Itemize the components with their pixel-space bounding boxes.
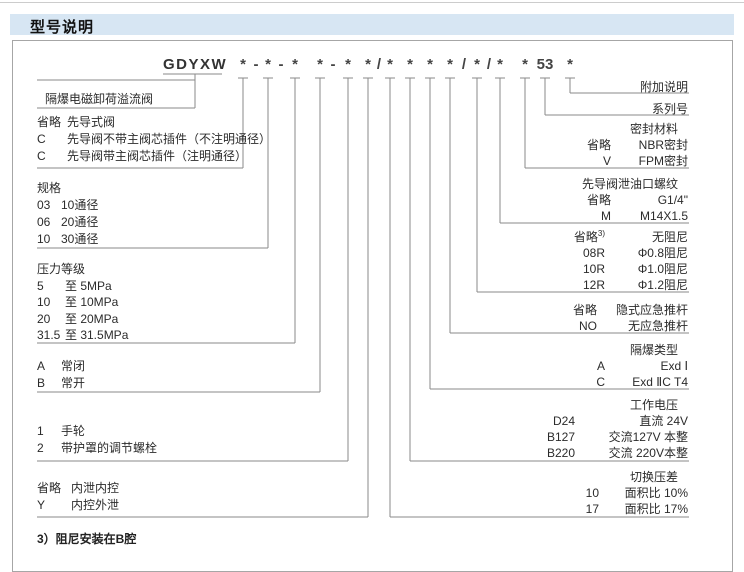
- code-row: 省略隐式应急推杆: [572, 303, 688, 317]
- code-symbol-series: 53: [536, 56, 554, 73]
- code-symbol: /: [376, 56, 382, 73]
- group-title: 压力等级: [37, 262, 86, 276]
- group-title: 切换压差: [629, 470, 678, 484]
- model-code-prefix: GDYXW: [163, 56, 228, 73]
- group-title: 规格: [37, 181, 62, 195]
- code-symbol: *: [365, 56, 371, 73]
- code-symbol: *: [240, 56, 246, 73]
- code-symbol: -: [253, 56, 259, 73]
- code-symbol: *: [265, 56, 271, 73]
- footnote-marker: 3): [597, 229, 605, 238]
- code-symbol: *: [292, 56, 298, 73]
- group-title: 隔爆类型: [629, 343, 678, 357]
- page-top-divider: [0, 2, 744, 3]
- code-symbol: /: [461, 56, 467, 73]
- code-symbol: *: [427, 56, 433, 73]
- code-symbol: *: [497, 56, 503, 73]
- code-symbol: -: [278, 56, 284, 73]
- code-row: 省略内泄内控: [37, 481, 120, 495]
- code-symbol: *: [317, 56, 323, 73]
- code-symbol: *: [474, 56, 480, 73]
- group-title: 先导阀泄油口螺纹: [581, 177, 678, 191]
- code-symbol: *: [447, 56, 453, 73]
- code-symbol: -: [330, 56, 336, 73]
- label-extra-note: 附加说明: [639, 80, 688, 94]
- code-symbol: *: [522, 56, 528, 73]
- section-header: 型号说明: [10, 14, 734, 36]
- label-series-number: 系列号: [651, 102, 688, 116]
- code-symbol: *: [387, 56, 393, 73]
- code-row: 省略先导式阀: [37, 115, 116, 129]
- section-title: 型号说明: [30, 19, 95, 36]
- code-symbol: /: [486, 56, 492, 73]
- label-valve-name: 隔爆电磁卸荷溢流阀: [45, 92, 154, 106]
- code-symbol: *: [345, 56, 351, 73]
- group-title: 工作电压: [629, 398, 678, 412]
- code-row: 省略3)无阻尼: [573, 229, 688, 245]
- footnote: 3）阻尼安装在B腔: [37, 532, 137, 546]
- code-symbol: *: [407, 56, 413, 73]
- code-symbol: *: [567, 56, 573, 73]
- group-title: 密封材料: [629, 122, 678, 136]
